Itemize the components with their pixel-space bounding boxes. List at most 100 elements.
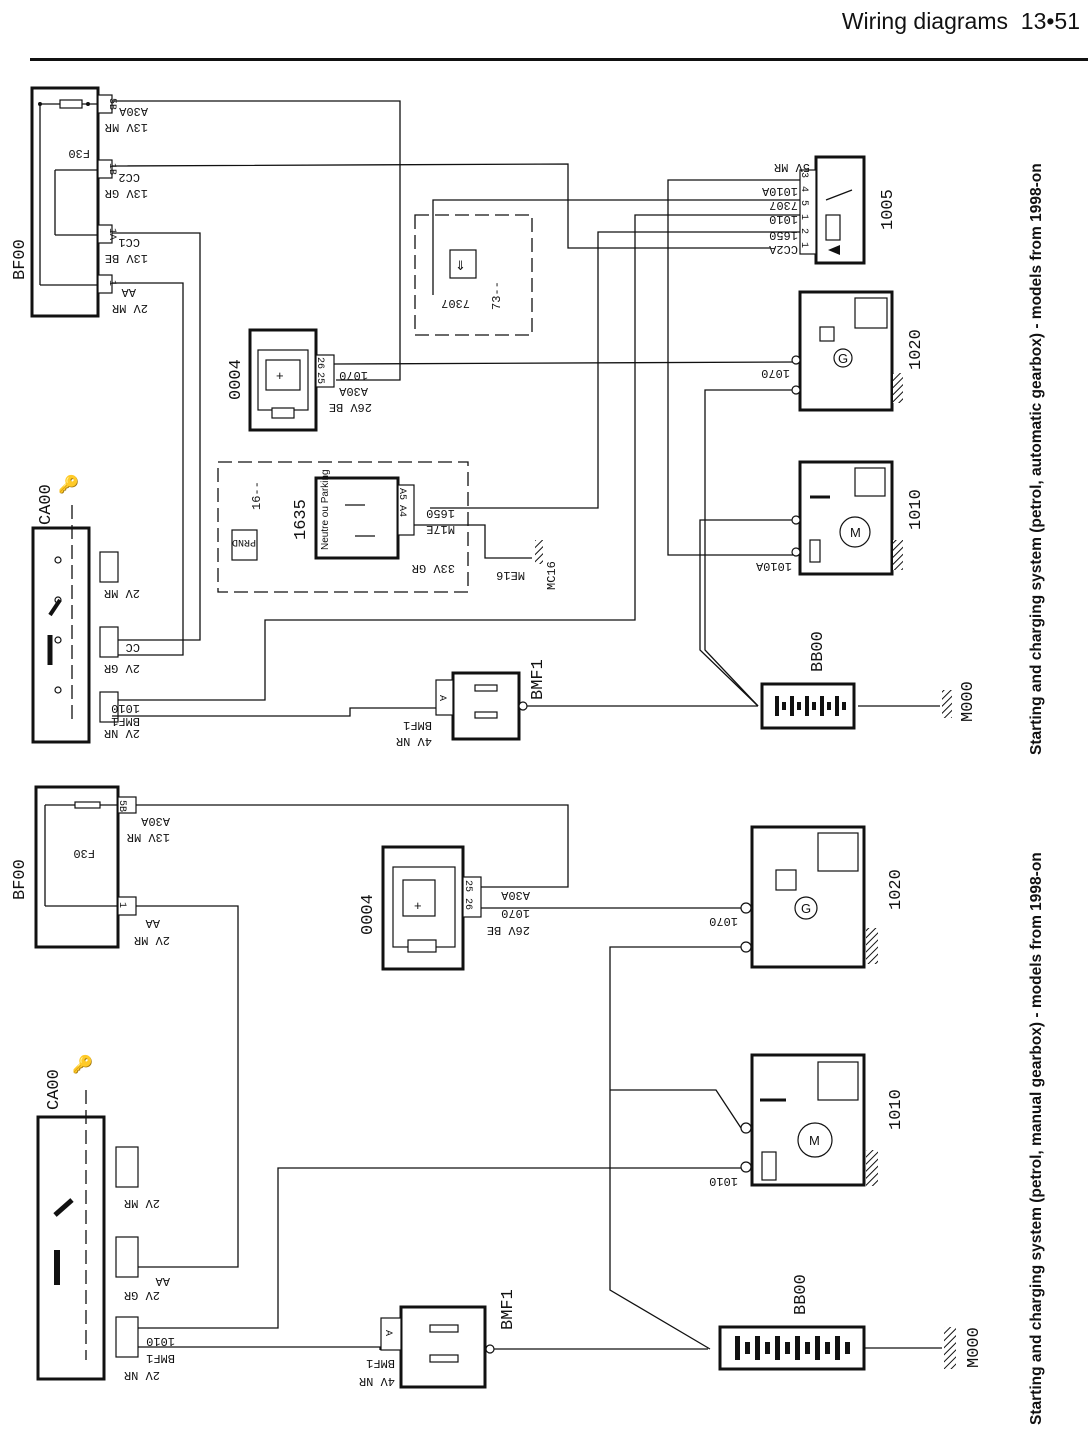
wire-label: A30A: [338, 384, 368, 398]
connector-spec: 2V MR: [134, 933, 170, 947]
component-id: BB00: [792, 1274, 811, 1315]
component-id: BMF1: [529, 659, 548, 700]
pin-label: 5: [798, 200, 809, 206]
component-bmf1: A BMF1 4V NR BMF1: [396, 659, 548, 748]
connector-spec: 2V MR: [104, 586, 140, 600]
wire-label: 1010: [709, 1174, 738, 1188]
wire-label: A30A: [118, 104, 148, 118]
wire-label: BMF1: [146, 1351, 175, 1365]
wire-label: AA: [155, 1274, 170, 1288]
wire-label: 1010: [146, 1334, 175, 1348]
battery-icon: [402, 879, 436, 917]
wire-label: 1010: [769, 212, 798, 226]
wire-starter-battery: [610, 1089, 742, 1129]
ground-icon: [942, 690, 952, 718]
ground-icon: [893, 373, 903, 403]
key-icon: 🔑: [72, 1054, 93, 1075]
wire-label: CC2A: [768, 242, 798, 256]
wire-1010: [138, 1167, 748, 1329]
arrow-down-icon: ⇓: [455, 258, 466, 273]
pin-label: 5B: [106, 98, 117, 110]
header-title: Wiring diagrams: [841, 8, 1008, 34]
component-1020: G 1070 1020: [761, 290, 926, 412]
wire-label: 1070: [501, 906, 530, 920]
pin-label: 4: [798, 186, 809, 192]
wire-label: 1650: [426, 506, 455, 520]
battery-icon-sign: +: [276, 368, 284, 383]
component-id: 7307: [441, 296, 470, 310]
wire-bmf1: [112, 707, 436, 717]
wire-label: 1070: [761, 366, 790, 380]
earth-id: M000: [959, 681, 978, 722]
connector-spec: 2V NR: [124, 1368, 160, 1382]
component-id: CA00: [37, 484, 56, 525]
gear-selector-icon: [231, 529, 258, 561]
wire-cc1: [112, 232, 201, 641]
wire-label: CC2: [118, 170, 140, 184]
component-1020: G 1070 1020: [709, 825, 906, 969]
connector-spec: 2V GR: [124, 1288, 160, 1302]
ground-icon: [944, 1327, 956, 1369]
component-id: 1020: [887, 869, 906, 910]
alternator-icon: [817, 832, 859, 872]
component-1005: 3 4 5 1 2 1 5V MR 1010A 7307 1010 1650 C…: [761, 155, 898, 265]
pin-label: 1A: [106, 228, 117, 240]
component-id: CA00: [45, 1069, 64, 1110]
connector-spec: 2V MR: [112, 301, 148, 315]
ground-icon: [866, 1150, 878, 1186]
component-id: 1635: [292, 499, 311, 540]
pin-label: 26: [314, 357, 325, 369]
ground-icon: [535, 540, 543, 564]
group-id: 16--: [250, 481, 264, 510]
relay-coil-icon: [825, 214, 841, 241]
connector-spec: 13V MR: [127, 830, 170, 844]
wire-1010: [112, 214, 800, 701]
wire-starter-battery: [699, 519, 792, 707]
component-1635: A5 A4 Neutre ou Parking PRND 1635 16-- 1…: [217, 461, 559, 593]
wire-1650: [430, 231, 800, 509]
wire-1070: [333, 361, 796, 365]
wire-aa: [136, 905, 239, 1268]
svg-text:M: M: [809, 1133, 820, 1148]
key-icon: 🔑: [58, 474, 79, 495]
pin-label: 26: [462, 898, 473, 910]
pin-label: A5: [396, 488, 407, 500]
wire-bmf1: [138, 1346, 381, 1350]
wire-label: CC: [126, 640, 140, 654]
fuse-label: F30: [73, 846, 95, 860]
wire-alternator-battery: [609, 946, 741, 1350]
wire-cc2: [111, 163, 770, 249]
diagram-automatic: F30 BF00 5B 1B 1A 1 A30A 13V MR CC2 13V …: [11, 86, 978, 748]
wire-label: M17E: [426, 522, 455, 536]
component-id: 1010: [887, 1089, 906, 1130]
component-1010: M 1010 1010: [709, 1053, 906, 1188]
fusebox-bf00: F30 BF00 5B 1 A30A 13V MR AA 2V MR: [11, 785, 170, 949]
ground-icon: [893, 540, 903, 570]
component-id: 1020: [907, 329, 926, 370]
pin-label: A: [382, 1330, 393, 1336]
svg-text:G: G: [838, 351, 848, 366]
component-id: BMF1: [499, 1289, 518, 1330]
motor-icon: [797, 1122, 833, 1158]
connector-spec: 13V GR: [105, 186, 148, 200]
motor-icon: [839, 516, 871, 548]
wire-a30a: [136, 804, 569, 888]
wire-1010a: [667, 179, 800, 556]
connector-spec: 4V NR: [359, 1374, 395, 1388]
connector-spec: 4V NR: [396, 734, 432, 748]
wire-label: 1010A: [755, 559, 792, 573]
component-id: 1005: [879, 189, 898, 230]
fusebox-id: BF00: [11, 859, 30, 900]
ground-icon: [866, 928, 878, 964]
component-id: BB00: [809, 631, 828, 672]
page-number: 13•51: [1020, 8, 1080, 34]
component-id: 1010: [907, 489, 926, 530]
pin-label: 1B: [106, 163, 117, 175]
wire-label: BMF1: [403, 718, 432, 732]
wire-label: 1070: [339, 368, 368, 382]
switch-legend: Neutre ou Parking: [320, 469, 331, 550]
fuse-f30-icon: [74, 801, 101, 809]
connector-spec: 26V BE: [329, 400, 372, 414]
solenoid-icon: [854, 467, 886, 497]
wire-label: CC1: [118, 235, 140, 249]
